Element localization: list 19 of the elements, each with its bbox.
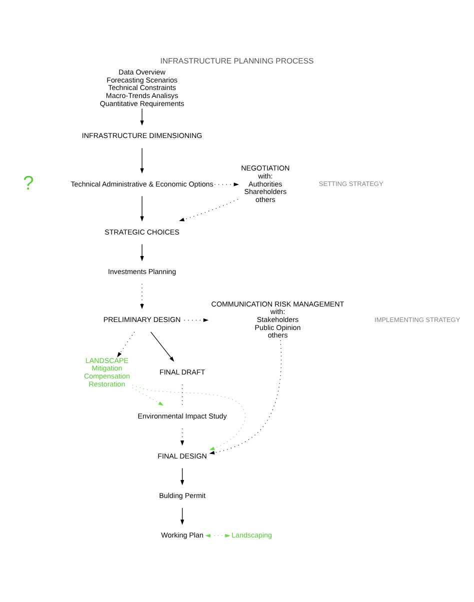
arrow bbox=[140, 244, 144, 262]
arrow bbox=[205, 534, 230, 538]
arrow bbox=[132, 384, 246, 450]
arrow bbox=[140, 148, 144, 174]
arrow bbox=[150, 332, 174, 362]
arrow bbox=[179, 198, 238, 222]
arrow bbox=[214, 182, 239, 186]
arrow bbox=[132, 388, 164, 406]
label: ? bbox=[23, 172, 34, 194]
arrow bbox=[180, 428, 184, 446]
arrow bbox=[180, 508, 184, 525]
arrow bbox=[140, 108, 144, 126]
arrow bbox=[117, 332, 135, 358]
arrow bbox=[184, 318, 209, 322]
arrow bbox=[140, 284, 144, 310]
arrow bbox=[180, 468, 184, 486]
connector bbox=[182, 384, 183, 406]
arrow bbox=[209, 340, 282, 454]
arrow bbox=[140, 196, 144, 222]
